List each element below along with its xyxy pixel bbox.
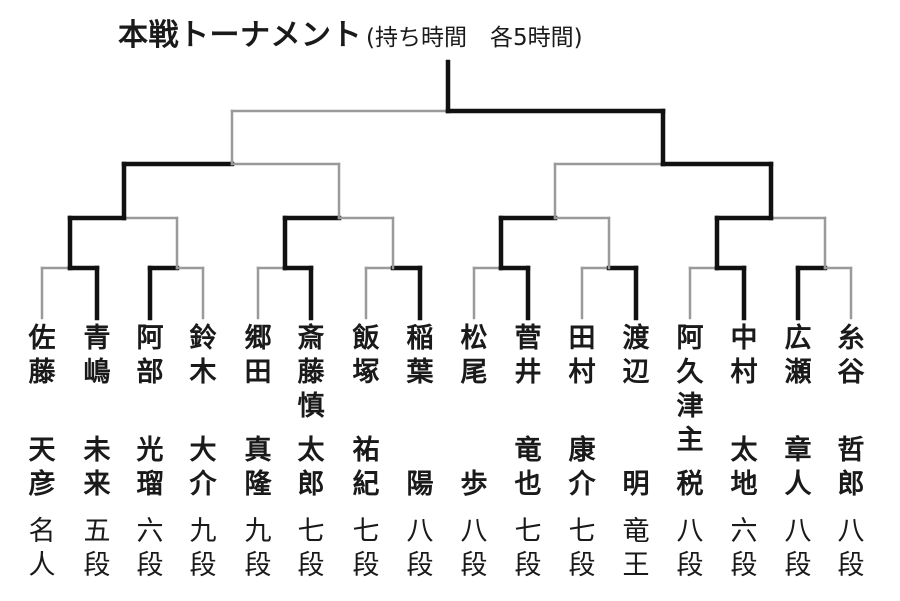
player-column: 広瀬章人八段	[776, 0, 820, 601]
player-column: 渡辺明竜王	[614, 0, 658, 601]
player-given-name: 真隆	[244, 435, 272, 500]
player-given-name: 太郎	[297, 435, 325, 500]
player-given-name: 大介	[189, 435, 217, 500]
player-surname: 青嶋	[83, 323, 111, 388]
player-given-name: 未来	[83, 435, 111, 500]
player-surname: 糸谷	[837, 323, 865, 388]
player-given-name: 歩	[460, 469, 488, 500]
player-given-name: 天彦	[28, 435, 56, 500]
player-column: 飯塚祐紀七段	[344, 0, 388, 601]
player-rank: 七段	[297, 516, 325, 581]
player-column: 阿部光瑠六段	[128, 0, 172, 601]
player-rank: 八段	[460, 516, 488, 581]
player-surname: 渡辺	[622, 323, 650, 388]
player-rank: 九段	[244, 516, 272, 581]
player-surname: 中村	[730, 323, 758, 388]
player-surname: 松尾	[460, 323, 488, 388]
player-surname: 飯塚	[352, 323, 380, 388]
player-rank: 名人	[28, 516, 56, 581]
player-surname: 広瀬	[784, 323, 812, 388]
player-rank: 八段	[406, 516, 434, 581]
player-rank: 九段	[189, 516, 217, 581]
player-given-name: 明	[622, 469, 650, 500]
player-given-name: 祐紀	[352, 435, 380, 500]
title-subtitle: (持ち時間 各5時間)	[366, 25, 583, 51]
player-surname: 阿部	[136, 323, 164, 388]
player-rank: 七段	[514, 516, 542, 581]
player-given-name: 康介	[568, 435, 596, 500]
player-column: 田村康介七段	[560, 0, 604, 601]
player-rank: 七段	[352, 516, 380, 581]
player-column: 菅井竜也七段	[506, 0, 550, 601]
player-surname: 鈴木	[189, 323, 217, 388]
player-given-name: 税	[676, 469, 704, 500]
player-rank: 五段	[83, 516, 111, 581]
player-column: 中村太地六段	[722, 0, 766, 601]
player-given-name: 哲郎	[837, 435, 865, 500]
player-given-name: 光瑠	[136, 435, 164, 500]
player-rank: 八段	[784, 516, 812, 581]
player-given-name: 竜也	[514, 435, 542, 500]
player-column: 青嶋未来五段	[75, 0, 119, 601]
player-column: 稲葉陽八段	[398, 0, 442, 601]
player-column: 佐藤天彦名人	[20, 0, 64, 601]
player-rank: 竜王	[622, 516, 650, 581]
player-given-name: 太地	[730, 435, 758, 500]
player-column: 糸谷哲郎八段	[829, 0, 873, 601]
bracket-title: 本戦トーナメント(持ち時間 各5時間)	[118, 10, 583, 54]
player-column: 松尾歩八段	[452, 0, 496, 601]
player-surname: 稲葉	[406, 323, 434, 388]
player-rank: 八段	[676, 516, 704, 581]
player-column: 鈴木大介九段	[181, 0, 225, 601]
player-column: 郷田真隆九段	[236, 0, 280, 601]
player-surname: 阿久津主	[676, 323, 704, 456]
player-surname: 佐藤	[28, 323, 56, 388]
player-surname: 田村	[568, 323, 596, 388]
player-given-name: 章人	[784, 435, 812, 500]
player-rank: 六段	[730, 516, 758, 581]
player-given-name: 陽	[406, 469, 434, 500]
player-surname: 斎藤慎	[297, 323, 325, 422]
player-rank: 八段	[837, 516, 865, 581]
player-column: 斎藤慎太郎七段	[289, 0, 333, 601]
player-surname: 郷田	[244, 323, 272, 388]
player-column: 阿久津主税八段	[668, 0, 712, 601]
player-surname: 菅井	[514, 323, 542, 388]
player-rank: 七段	[568, 516, 596, 581]
title-main: 本戦トーナメント	[118, 18, 362, 53]
player-rank: 六段	[136, 516, 164, 581]
